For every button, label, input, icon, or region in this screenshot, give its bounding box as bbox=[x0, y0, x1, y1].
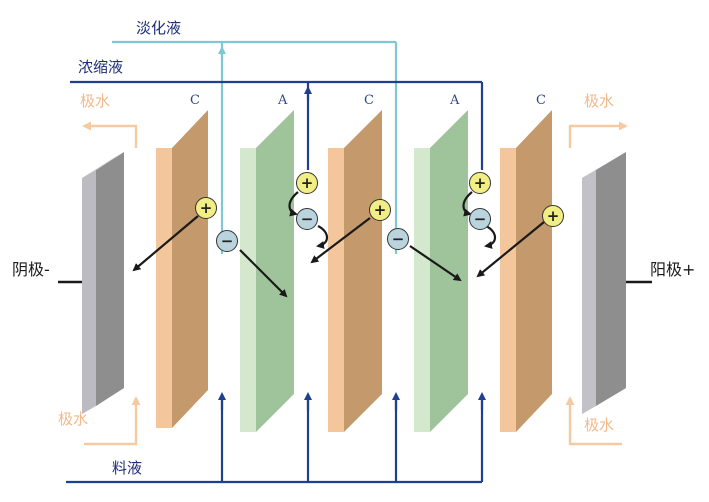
membrane-a-1 bbox=[240, 110, 294, 432]
anode-plate bbox=[582, 152, 626, 414]
membrane-a-2 bbox=[414, 110, 468, 432]
membrane-a-label-2: A bbox=[450, 93, 460, 108]
cation-4: + bbox=[469, 172, 491, 194]
electrode-water-left-top bbox=[82, 121, 138, 148]
electrode-water-label-bottom-right: 极水 bbox=[584, 416, 615, 434]
electrode-water-label-top-right: 极水 bbox=[584, 92, 615, 110]
electrode-water-right-top bbox=[568, 121, 628, 148]
cathode-plate bbox=[82, 152, 124, 414]
electrode-water-right-bottom bbox=[565, 396, 622, 446]
feed-inlet-pipe bbox=[66, 398, 484, 484]
cathode-label: 阴极- bbox=[12, 260, 50, 279]
membrane-a-label-1: A bbox=[278, 93, 288, 108]
membrane-c-label-1: C bbox=[190, 93, 200, 108]
cation-2: + bbox=[296, 172, 318, 194]
cation-5: + bbox=[542, 205, 564, 227]
electrode-water-label-bottom-left: 极水 bbox=[58, 410, 89, 428]
anion-3: − bbox=[387, 228, 409, 250]
feed-label: 料液 bbox=[112, 459, 143, 477]
electrode-water-label-top-left: 极水 bbox=[80, 92, 111, 110]
dilute-outlet-pipe bbox=[112, 40, 398, 254]
anode-label: 阳极+ bbox=[650, 260, 696, 279]
anion-2: − bbox=[296, 208, 318, 230]
ion-migration-arrows bbox=[132, 191, 545, 298]
dilute-label: 淡化液 bbox=[136, 19, 182, 37]
membrane-c-2 bbox=[328, 110, 382, 432]
cation-1: + bbox=[195, 197, 217, 219]
anion-1: − bbox=[216, 230, 238, 252]
concentrate-label: 浓缩液 bbox=[78, 58, 124, 76]
membrane-c-3 bbox=[500, 110, 552, 432]
cation-3: + bbox=[369, 199, 391, 221]
electrode-water-left-bottom bbox=[84, 396, 141, 446]
membrane-c-label-2: C bbox=[364, 93, 374, 108]
membrane-c-label-3: C bbox=[536, 93, 546, 108]
anion-4: − bbox=[469, 208, 491, 230]
membrane-c-1 bbox=[156, 110, 208, 428]
